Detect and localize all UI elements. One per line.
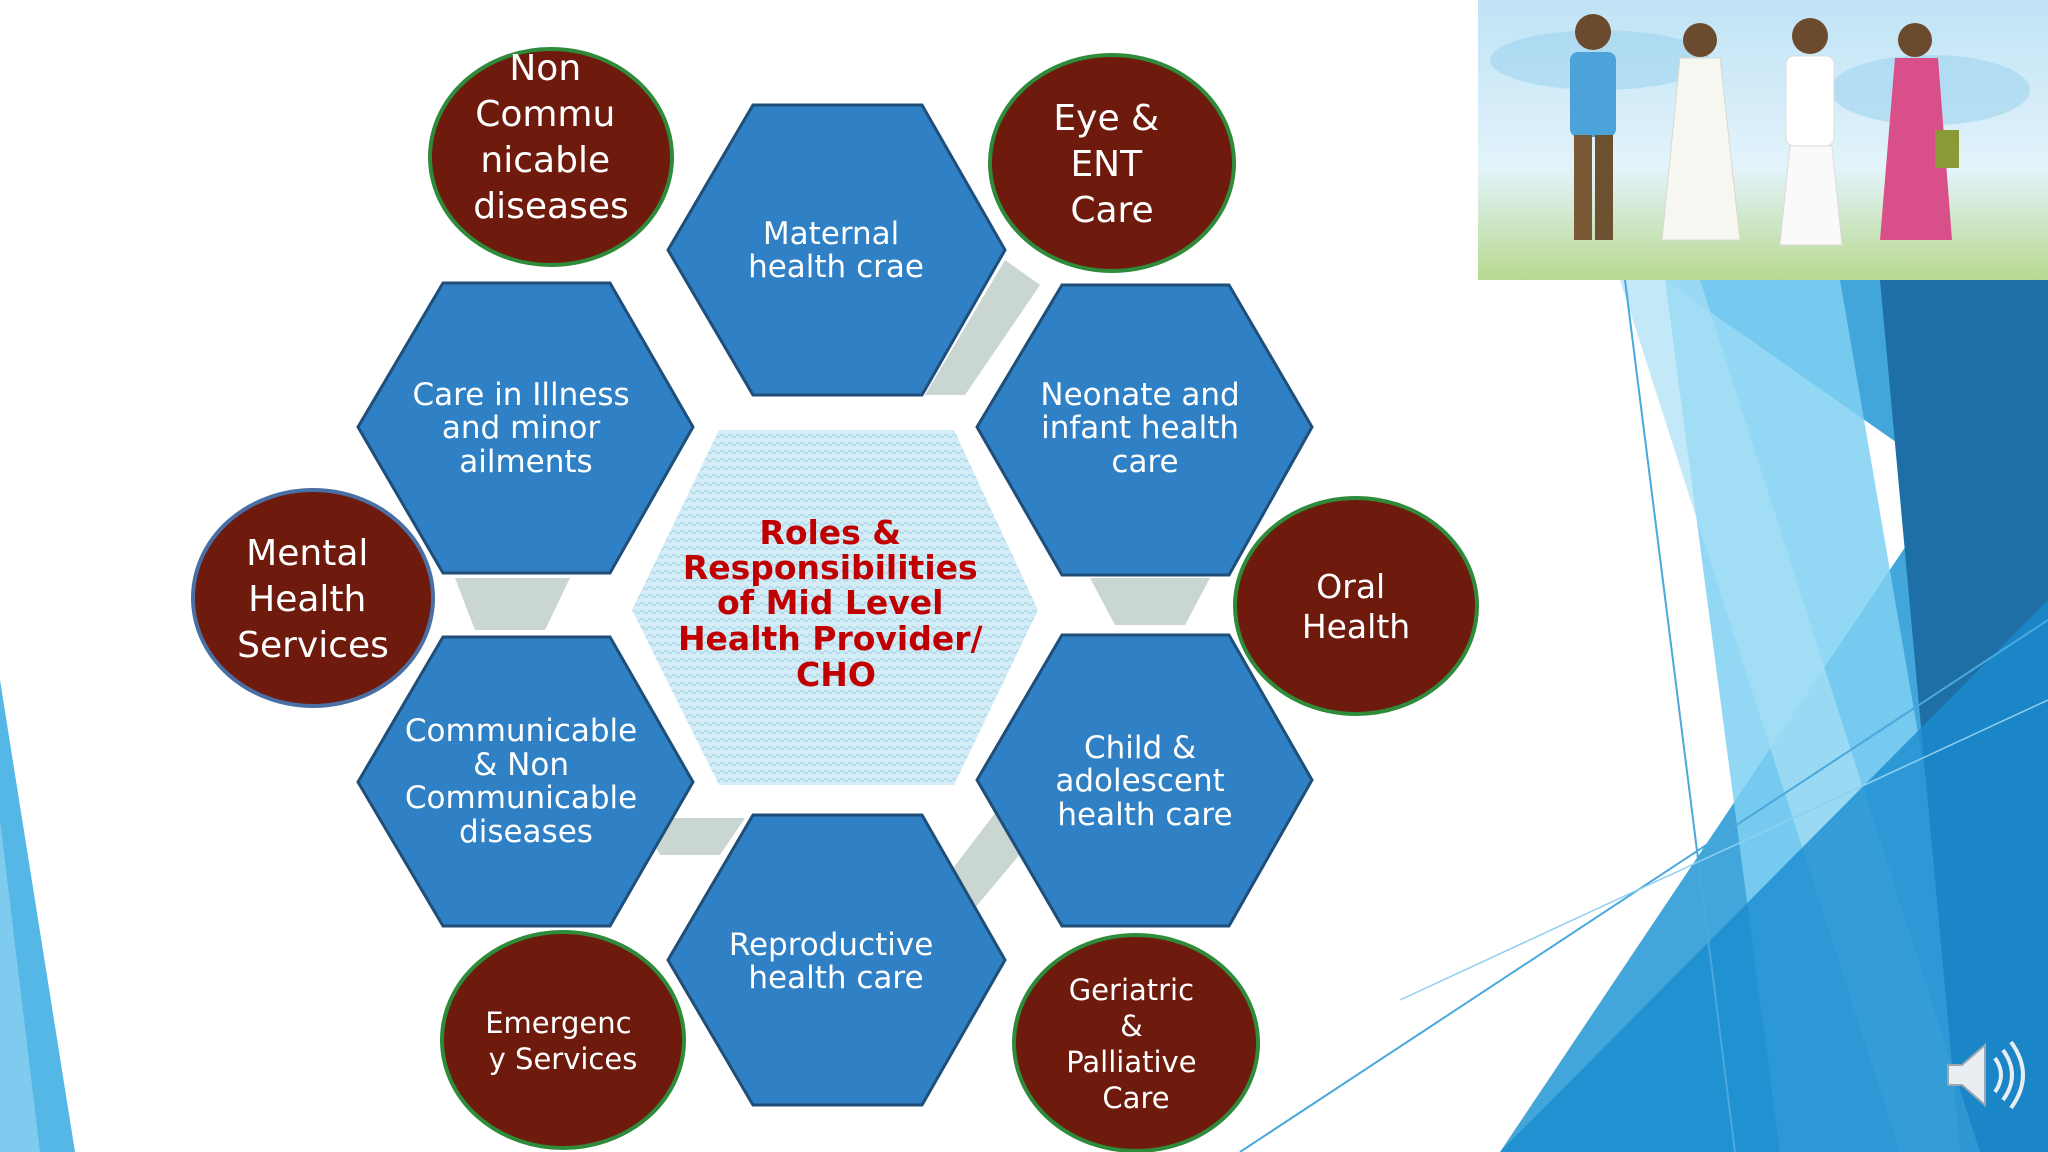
svg-text:Oral Health: Oral Health — [1302, 567, 1410, 646]
circle-label: Health — [248, 579, 366, 620]
hexagon-label: Maternal — [763, 216, 899, 252]
hexagon-communicable: Communicable & Non Communicable diseases — [356, 635, 695, 928]
health-workers-illustration — [1478, 0, 2048, 280]
speaker-icon[interactable] — [1947, 1040, 2025, 1110]
hexagon-child: Child & adolescent health care — [975, 633, 1314, 928]
hexagon-maternal: Maternal health crae — [666, 103, 1007, 397]
hexagon-illness: Care in Illness and minor ailments — [356, 281, 695, 575]
circle-label: & — [1120, 1009, 1143, 1043]
circle-label: Oral — [1316, 567, 1385, 606]
circle-eye-ent: Eye & ENT Care — [988, 53, 1236, 273]
hexagon-label: infant health — [1041, 410, 1239, 446]
svg-text:Reproductive health care: Reproductive health care — [729, 927, 943, 996]
svg-text:Maternal health crae: Maternal health crae — [748, 216, 924, 285]
svg-text:Care in Illness and mino: Care in Illness and minor ailments — [413, 377, 640, 480]
svg-text:Eye & ENT Care: Eye & ENT Care — [1053, 98, 1170, 231]
circle-label: ENT — [1070, 144, 1143, 185]
center-title-line: of Mid Level — [717, 583, 943, 622]
hexagon-label: diseases — [459, 814, 593, 850]
svg-text:Child & adolescent: Child & adolescent health care — [1055, 730, 1234, 833]
circle-ncd: Non Commu nicable diseases — [428, 47, 674, 267]
center-title: Roles & Responsibilities of Mid Level He… — [678, 513, 994, 694]
circle-label: Mental — [246, 533, 368, 574]
hexagon-label: Communicable — [405, 780, 637, 816]
hexagon-label: health care — [1057, 797, 1232, 833]
circle-oral: Oral Health — [1233, 496, 1479, 716]
svg-text:Non Commu nicable: Non Commu nicable diseases — [473, 48, 628, 227]
circle-label: Geriatric — [1069, 973, 1194, 1007]
circle-geriatric: Geriatric & Palliative Care — [1012, 933, 1260, 1152]
circle-label: Health — [1302, 607, 1410, 646]
center-title-line: CHO — [796, 655, 876, 694]
hexagon-label: & Non — [473, 747, 569, 783]
circle-label: nicable — [480, 140, 610, 181]
center-hexagon: Roles & Responsibilities of Mid Level He… — [632, 430, 1038, 785]
hexagon-label: adolescent — [1055, 763, 1224, 799]
hexagon-label: ailments — [459, 444, 592, 480]
hexagon-label: Care in Illness — [413, 377, 630, 413]
center-title-line: Roles & — [759, 513, 901, 552]
hexagon-label: health care — [748, 960, 923, 996]
svg-text:Emergenc y Services: Emergenc y Services — [485, 1006, 641, 1076]
circle-emergency: Emergenc y Services — [440, 930, 686, 1150]
circle-label: Non — [509, 48, 581, 89]
svg-text:Neonate and infant healt: Neonate and infant health care — [1040, 377, 1249, 480]
svg-text:Geriatric & Pallia: Geriatric & Palliative Care — [1066, 973, 1206, 1115]
circle-label: Services — [237, 625, 389, 666]
circle-label: Palliative — [1066, 1045, 1196, 1079]
circle-label: diseases — [473, 186, 628, 227]
circle-label: Eye & — [1053, 98, 1159, 139]
hexagon-neonate: Neonate and infant health care — [975, 283, 1314, 577]
hexagon-label: Child & — [1084, 730, 1196, 766]
hexagon-label: Communicable — [405, 713, 637, 749]
circle-label: Commu — [475, 94, 615, 135]
hexagon-label: Neonate and — [1040, 377, 1239, 413]
hexagon-label: care — [1111, 444, 1178, 480]
hexagon-label: Reproductive — [729, 927, 933, 963]
hexagon-reproductive: Reproductive health care — [666, 813, 1007, 1107]
background-decoration — [0, 279, 2048, 1152]
hexagon-label: health crae — [748, 249, 924, 285]
circle-label: Care — [1102, 1081, 1169, 1115]
circle-label: Emergenc — [485, 1006, 631, 1040]
circle-label: y Services — [489, 1042, 638, 1076]
circle-mental: Mental Health Services — [191, 488, 435, 708]
hexagon-label: and minor — [442, 410, 601, 446]
center-title-line: Responsibilities — [683, 548, 978, 587]
svg-text:Mental Health Serv: Mental Health Services — [237, 533, 389, 666]
svg-text:Communicable & Non: Communicable & Non Communicable diseases — [405, 713, 647, 850]
circle-label: Care — [1070, 190, 1153, 231]
center-title-line: Health Provider/ — [678, 619, 984, 658]
